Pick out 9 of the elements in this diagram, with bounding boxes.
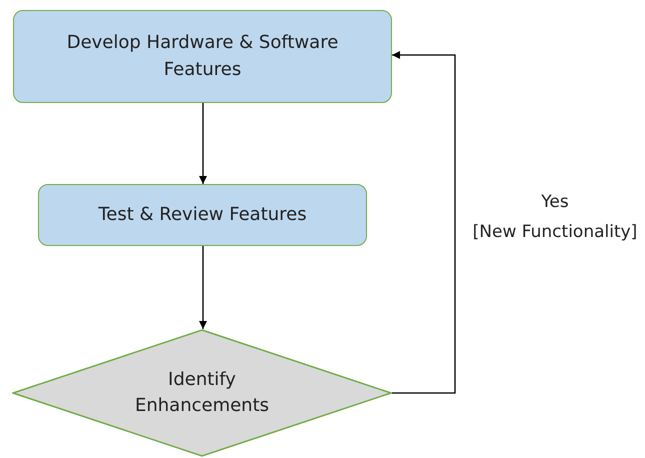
node-text: Develop Hardware & Software Features <box>66 31 340 82</box>
process-box <box>13 10 392 103</box>
node-text: Identify Enhancements <box>134 368 270 418</box>
arrow <box>199 103 207 184</box>
decision-diamond <box>12 329 392 457</box>
process-box <box>38 184 367 246</box>
arrow <box>392 51 456 394</box>
arrow <box>199 246 207 329</box>
node-text: Test & Review Features <box>98 202 307 227</box>
